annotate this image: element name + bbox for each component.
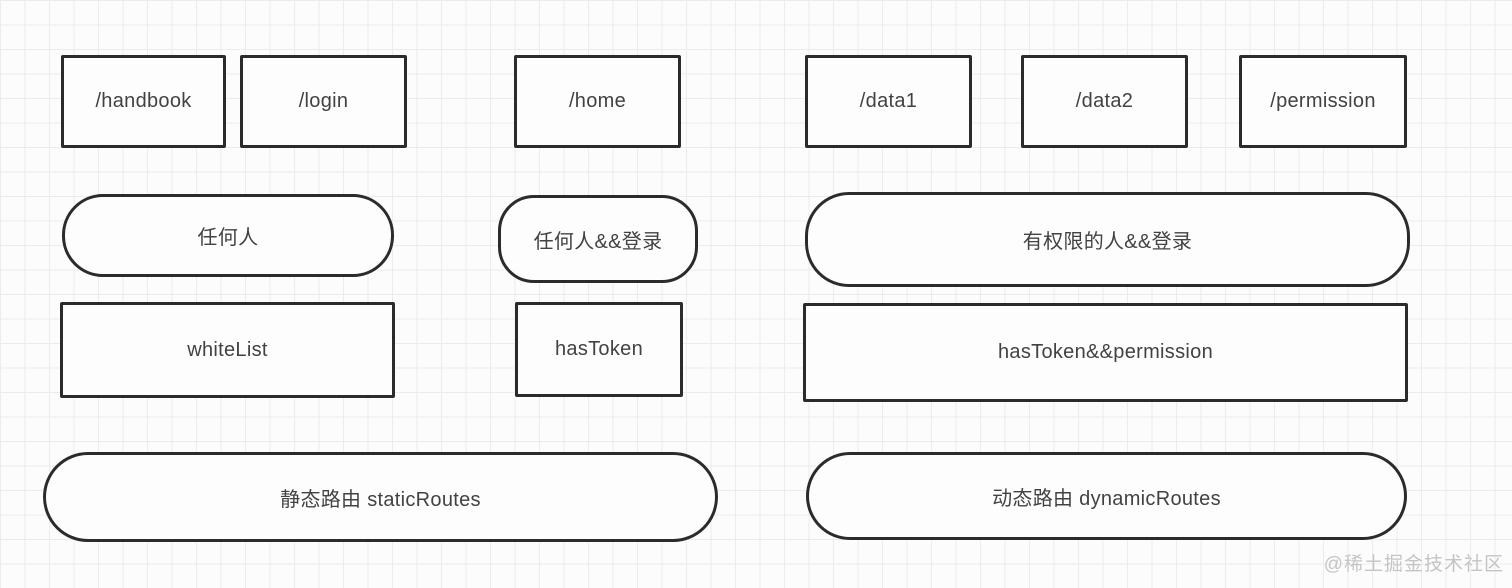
guard-node-hastoken: hasToken [515, 302, 683, 397]
routeset-node-static-routes: 静态路由 staticRoutes [43, 452, 718, 542]
route-node-permission: /permission [1239, 55, 1407, 148]
route-node-login: /login [240, 55, 407, 148]
guard-node-hastoken-and-permission: hasToken&&permission [803, 303, 1408, 402]
route-node-handbook: /handbook [61, 55, 226, 148]
audience-node-anyone: 任何人 [62, 194, 394, 277]
juejin-watermark: @稀土掘金技术社区 [1323, 554, 1504, 575]
audience-node-permitted-and-login: 有权限的人&&登录 [805, 192, 1410, 287]
audience-node-anyone-and-login: 任何人&&登录 [498, 195, 698, 283]
route-node-data2: /data2 [1021, 55, 1188, 148]
route-node-data1: /data1 [805, 55, 972, 148]
route-node-home: /home [514, 55, 681, 148]
guard-node-whitelist: whiteList [60, 302, 395, 398]
routeset-node-dynamic-routes: 动态路由 dynamicRoutes [806, 452, 1407, 540]
